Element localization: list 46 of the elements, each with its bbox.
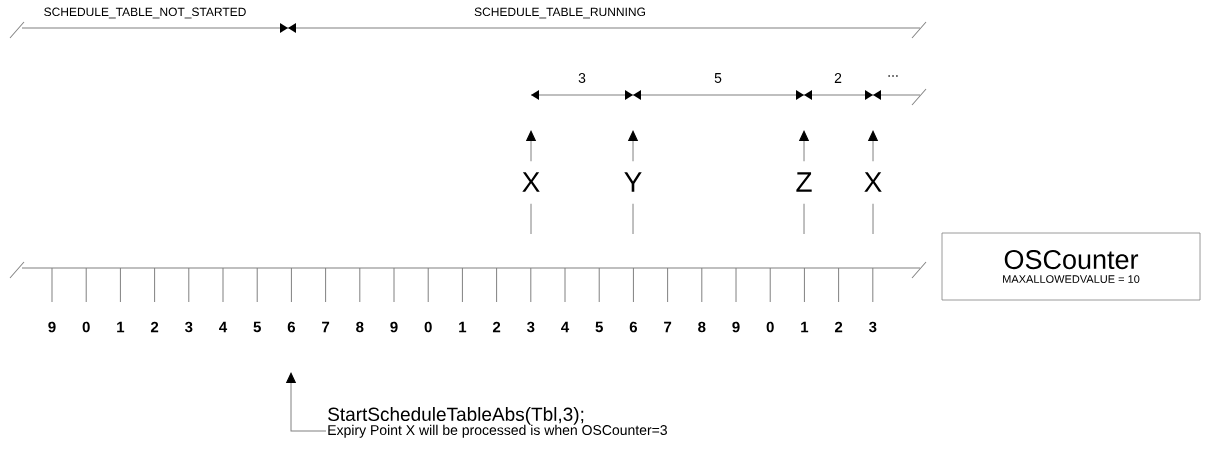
connector-line xyxy=(530,203,532,235)
tick-label: 1 xyxy=(459,321,467,333)
tick-label: 5 xyxy=(253,321,261,333)
arrow xyxy=(868,130,878,162)
tick-label: 6 xyxy=(287,321,296,333)
state-label: SCHEDULE_TABLE_NOT_STARTED xyxy=(44,7,246,19)
tick-label: 9 xyxy=(732,321,740,333)
tick-label: 0 xyxy=(766,321,774,333)
tick-label: 7 xyxy=(664,321,672,333)
tick-label: 8 xyxy=(356,321,364,333)
arrow xyxy=(628,130,638,162)
tick-label: 1 xyxy=(801,321,809,333)
leader-line xyxy=(286,372,327,432)
call-annotation: StartScheduleTableAbs(Tbl,3); Expiry Point X will be processed is when OSCounter=3 xyxy=(328,407,667,438)
tick-label: 9 xyxy=(48,321,56,333)
tick-label: 2 xyxy=(834,321,843,333)
tick-label: 3 xyxy=(527,321,535,333)
tick-label: 2 xyxy=(492,321,501,333)
tick-label: 1 xyxy=(117,321,125,333)
tick-label: 4 xyxy=(561,321,570,333)
tick-label: 6 xyxy=(629,321,638,333)
dimension-label: 5 xyxy=(714,73,722,83)
expiry-point-label: X xyxy=(522,172,540,192)
dimension-label: ... xyxy=(888,75,898,77)
connector-line xyxy=(632,203,634,235)
tick-label: 2 xyxy=(150,321,159,333)
counter-box: OSCounter MAXALLOWEDVALUE = 10 xyxy=(941,232,1201,301)
expiry-point-label: Y xyxy=(624,172,642,192)
tick-label: 8 xyxy=(698,321,706,333)
expiry-point-label: Z xyxy=(796,172,812,192)
expiry-point-label: X xyxy=(864,172,882,192)
arrow xyxy=(799,130,809,162)
dimension-label: 3 xyxy=(578,73,586,83)
tick-label: 4 xyxy=(219,321,228,333)
tick-label: 5 xyxy=(595,321,603,333)
dimension-label: 2 xyxy=(834,73,842,83)
tick-label: 0 xyxy=(82,321,90,333)
tick-label: 3 xyxy=(869,321,877,333)
connector-line xyxy=(872,203,874,235)
tick-label: 7 xyxy=(322,321,330,333)
tick-label: 9 xyxy=(390,321,398,333)
connector-line xyxy=(803,203,805,235)
arrow xyxy=(526,130,536,162)
tick-label: 3 xyxy=(185,321,193,333)
state-label: SCHEDULE_TABLE_RUNNING xyxy=(474,7,645,19)
tick-label: 0 xyxy=(424,321,432,333)
